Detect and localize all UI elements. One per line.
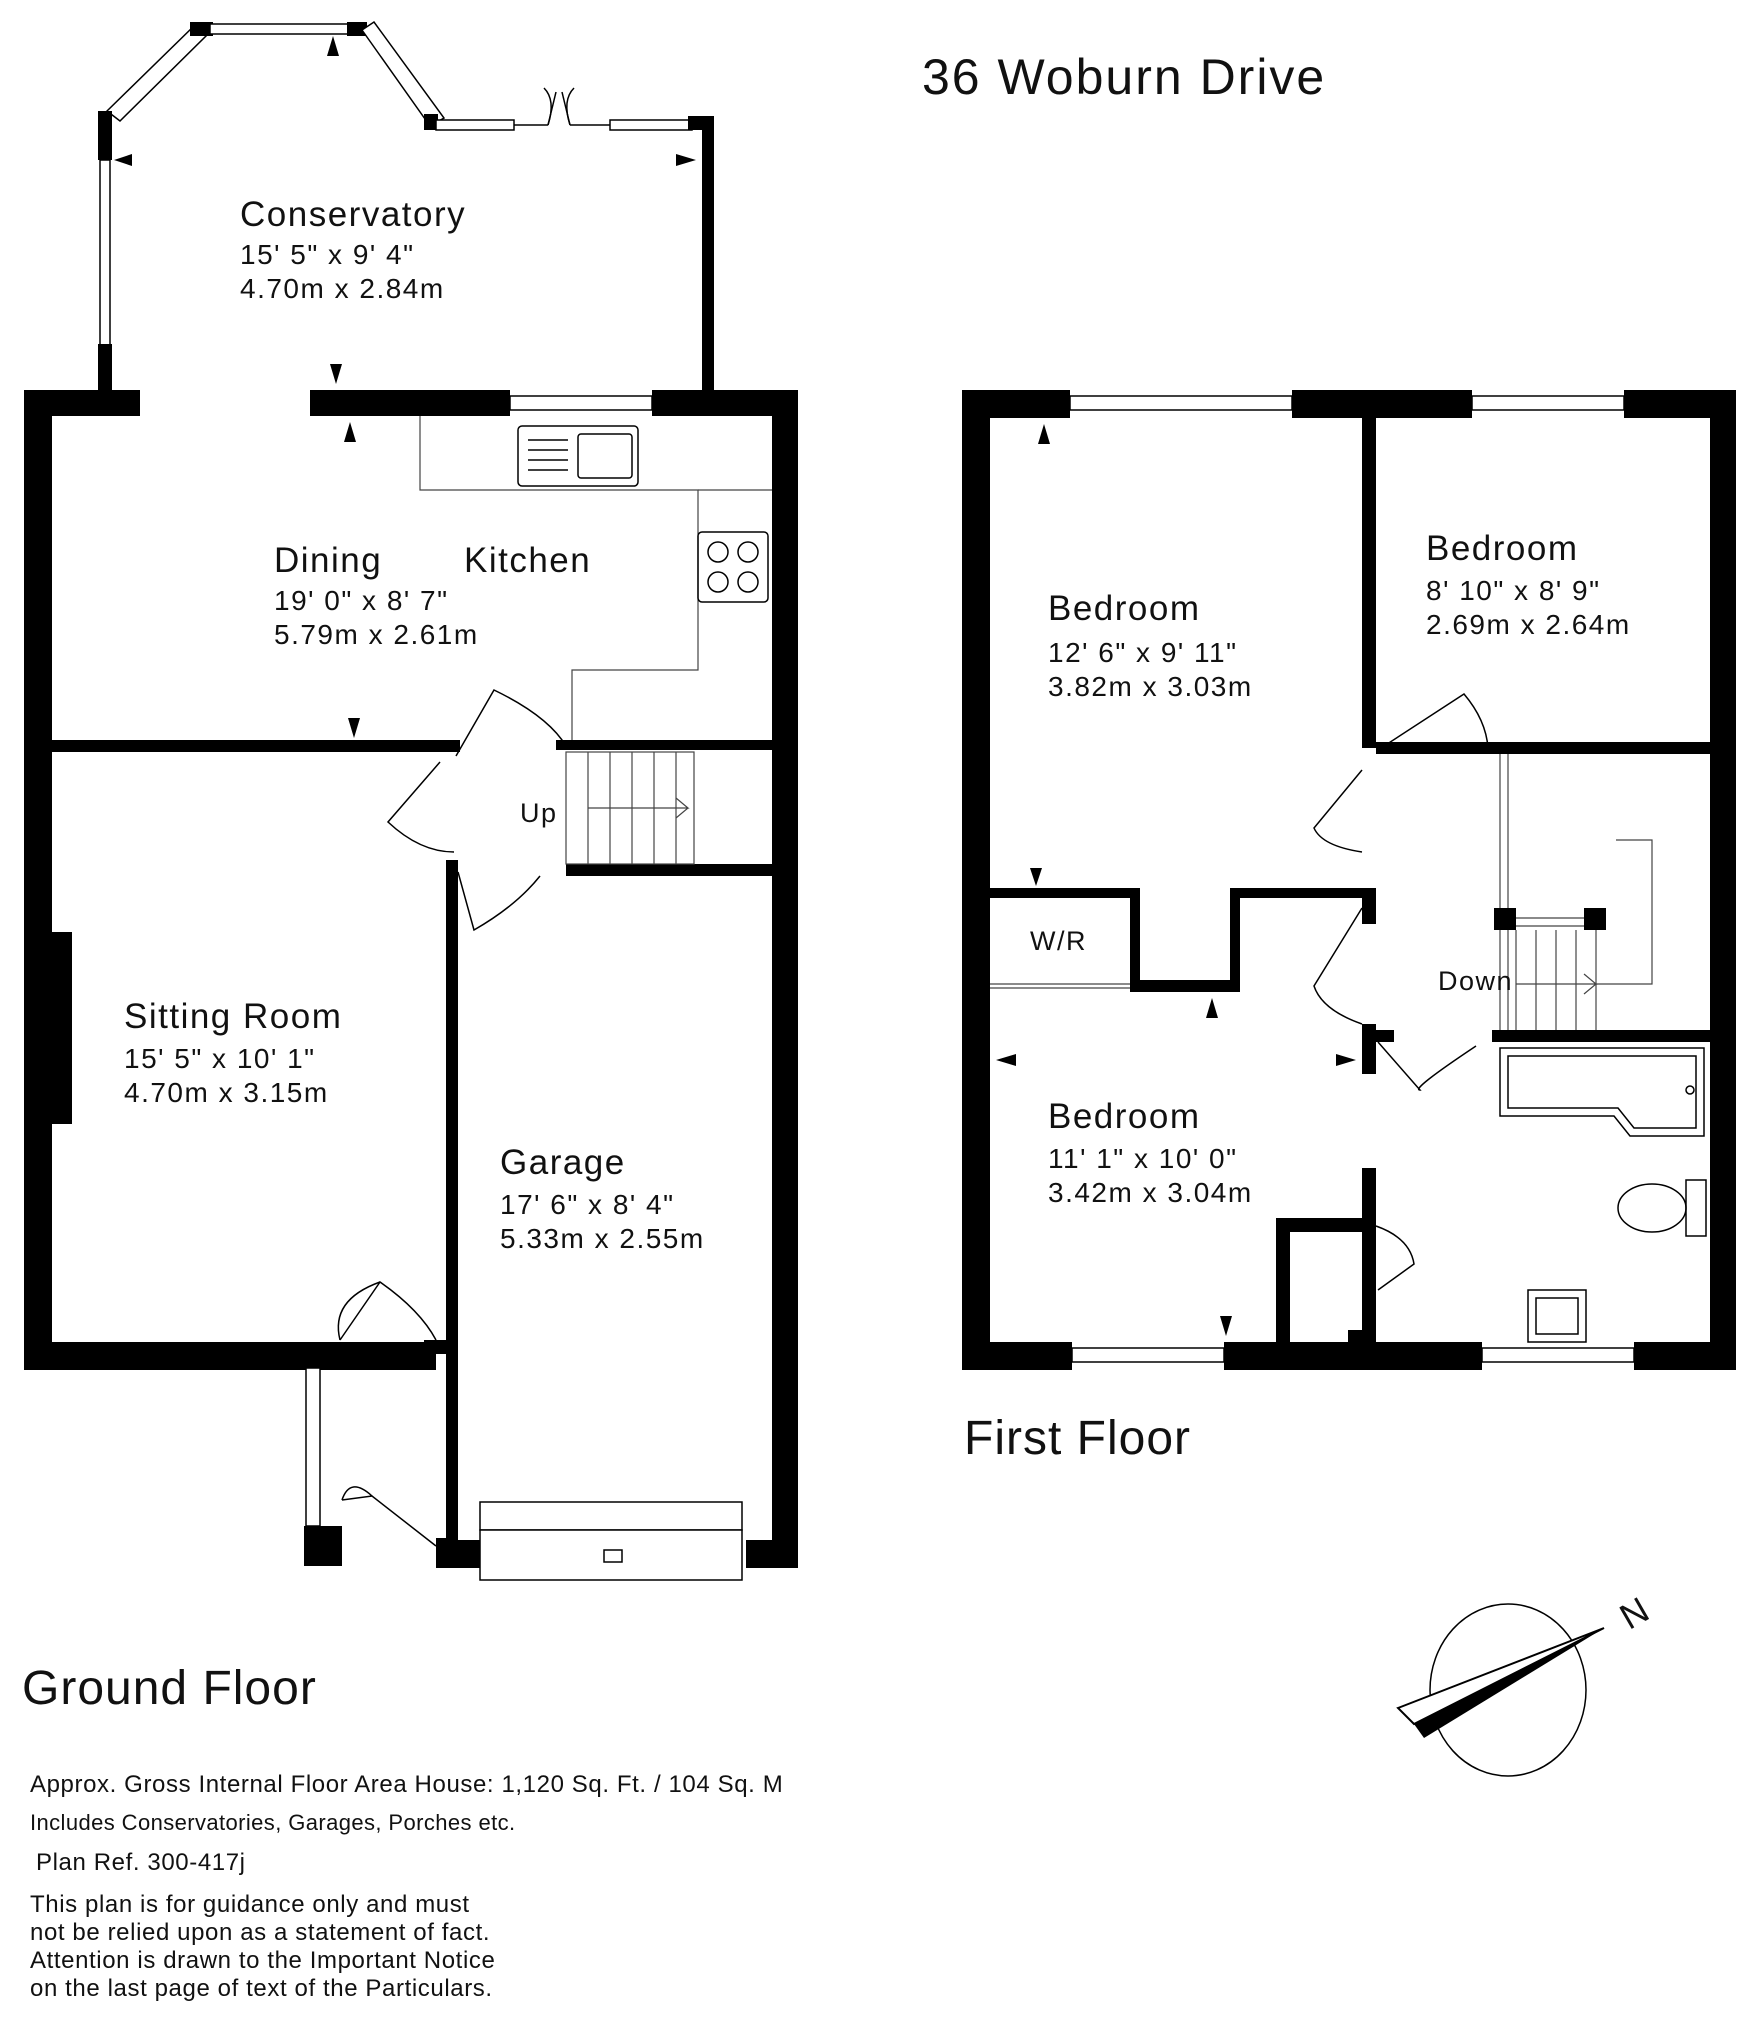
- sitting-room-imperial: 15' 5" x 10' 1": [124, 1043, 316, 1074]
- bedroom-2-name: Bedroom: [1426, 529, 1579, 568]
- kitchen-fittings: [419, 416, 772, 740]
- ground-floor-plan: [24, 20, 798, 1581]
- bedroom-3-name: Bedroom: [1048, 1097, 1201, 1136]
- bedroom-2-imperial: 8' 10" x 8' 9": [1426, 575, 1601, 606]
- disclaimer-line-2: not be relied upon as a statement of fac…: [30, 1919, 490, 1946]
- wardrobe-label: W/R: [1030, 926, 1087, 956]
- first-floor-doors: [1313, 693, 1489, 1291]
- toilet-icon: [1617, 1179, 1707, 1237]
- north-arrow-icon: [1396, 1603, 1605, 1777]
- conservatory-walls: [98, 20, 714, 392]
- bath-icon: [1499, 1047, 1705, 1137]
- north-label: N: [1613, 1588, 1657, 1637]
- first-floor-plan: [962, 390, 1736, 1370]
- first-floor-walls: [962, 390, 1736, 1370]
- first-floor-window-markers: [996, 424, 1356, 1336]
- conservatory-name: Conservatory: [240, 195, 466, 234]
- bedroom-3-metric: 3.42m x 3.04m: [1048, 1177, 1253, 1208]
- first-floor-label: First Floor: [964, 1412, 1191, 1465]
- hob-icon: [697, 531, 769, 603]
- bedroom-1-name: Bedroom: [1048, 589, 1201, 628]
- stairs-down-label: Down: [1438, 966, 1513, 996]
- garage-name: Garage: [500, 1143, 626, 1182]
- conservatory-imperial: 15' 5" x 9' 4": [240, 239, 415, 270]
- ground-floor-walls: [24, 390, 798, 1568]
- area-note: Approx. Gross Internal Floor Area House:…: [30, 1771, 783, 1798]
- sitting-room-metric: 4.70m x 3.15m: [124, 1077, 329, 1108]
- disclaimer-line-3: Attention is drawn to the Important Noti…: [30, 1947, 495, 1974]
- dining-name: Dining: [274, 541, 382, 580]
- drainer-icon: [528, 439, 568, 471]
- ground-window-markers: [114, 36, 696, 738]
- kitchen-name: Kitchen: [464, 541, 591, 580]
- includes-note: Includes Conservatories, Garages, Porche…: [30, 1810, 516, 1835]
- bedroom-2-metric: 2.69m x 2.64m: [1426, 609, 1631, 640]
- kitchen-imperial: 19' 0" x 8' 7": [274, 585, 449, 616]
- bedroom-1-metric: 3.82m x 3.03m: [1048, 671, 1253, 702]
- disclaimer-line-4: on the last page of text of the Particul…: [30, 1975, 493, 2002]
- ground-doors: [337, 689, 567, 1547]
- garage-metric: 5.33m x 2.55m: [500, 1223, 705, 1254]
- bathroom-fittings: [1499, 1047, 1707, 1343]
- ground-floor-label: Ground Floor: [22, 1662, 317, 1715]
- stairs-up: [565, 751, 695, 865]
- bedroom-1-imperial: 12' 6" x 9' 11": [1048, 637, 1238, 668]
- garage-door: [479, 1501, 743, 1581]
- sitting-room-name: Sitting Room: [124, 997, 342, 1036]
- kitchen-metric: 5.79m x 2.61m: [274, 619, 479, 650]
- conservatory-metric: 4.70m x 2.84m: [240, 273, 445, 304]
- stairs-down: [1494, 754, 1653, 1030]
- property-address: 36 Woburn Drive: [922, 49, 1326, 105]
- washbasin-icon: [1527, 1289, 1587, 1343]
- disclaimer-line-1: This plan is for guidance only and must: [30, 1891, 470, 1918]
- stairs-up-label: Up: [520, 798, 558, 828]
- bedroom-3-imperial: 11' 1" x 10' 0": [1048, 1143, 1238, 1174]
- plan-ref: Plan Ref. 300-417j: [36, 1849, 246, 1876]
- garage-imperial: 17' 6" x 8' 4": [500, 1189, 675, 1220]
